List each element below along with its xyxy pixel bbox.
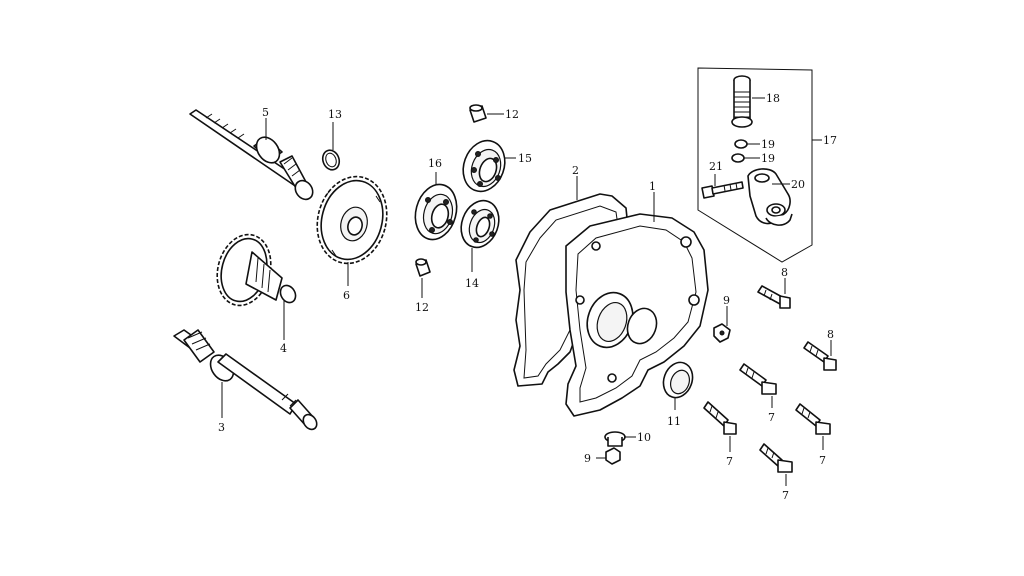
label-3: 3 xyxy=(218,421,225,434)
label-16: 16 xyxy=(428,157,442,170)
label-11: 11 xyxy=(667,415,681,428)
part-13-circlip xyxy=(321,149,341,171)
label-12-upper: 12 xyxy=(505,108,519,121)
label-8-upper: 8 xyxy=(781,266,788,279)
part-7-bolt-b xyxy=(703,401,737,435)
label-2: 2 xyxy=(572,164,579,177)
inset-assembly-box xyxy=(697,67,813,263)
label-4: 4 xyxy=(280,342,287,355)
part-6-gear xyxy=(316,175,388,265)
part-7-bolt-d xyxy=(759,443,793,473)
part-18-bolt xyxy=(731,75,753,128)
label-7-a: 7 xyxy=(768,411,775,424)
label-9-upper: 9 xyxy=(723,294,730,307)
label-1: 1 xyxy=(649,180,656,193)
part-11-seal xyxy=(662,361,694,399)
part-21-bolt xyxy=(701,181,744,199)
part-8-bolt-right xyxy=(803,341,837,371)
label-7-d: 7 xyxy=(782,489,789,502)
part-15-bearing xyxy=(462,139,506,193)
part-14-bearing xyxy=(460,199,500,249)
label-17: 17 xyxy=(823,134,837,147)
label-18: 18 xyxy=(766,92,780,105)
part-7-bolt-c xyxy=(795,403,831,435)
part-19-oring-upper xyxy=(734,139,748,149)
label-20: 20 xyxy=(791,178,805,191)
label-19-upper: 19 xyxy=(761,138,775,151)
part-7-bolt-a xyxy=(739,363,777,395)
label-10: 10 xyxy=(637,431,651,444)
label-14: 14 xyxy=(465,277,479,290)
label-9-lower: 9 xyxy=(584,452,591,465)
label-12-lower: 12 xyxy=(415,301,429,314)
part-12-dowel-upper xyxy=(469,104,487,123)
part-4-gear xyxy=(216,233,297,307)
part-16-bearing xyxy=(414,183,458,241)
label-15: 15 xyxy=(518,152,532,165)
part-3-shaft xyxy=(173,329,318,431)
part-20-arm xyxy=(747,168,793,226)
label-7-b: 7 xyxy=(726,455,733,468)
part-12-dowel-lower xyxy=(415,258,431,277)
label-5: 5 xyxy=(262,106,269,119)
part-19-oring-lower xyxy=(731,153,745,163)
label-7-c: 7 xyxy=(819,454,826,467)
part-9-bolt-lower xyxy=(605,447,621,465)
label-19-lower: 19 xyxy=(761,152,775,165)
part-10-drain-plug xyxy=(604,431,626,447)
part-1-cover xyxy=(565,213,709,417)
label-6: 6 xyxy=(343,289,350,302)
part-9-bolt-upper xyxy=(713,323,731,343)
label-8-right: 8 xyxy=(827,328,834,341)
label-13: 13 xyxy=(328,108,342,121)
label-21: 21 xyxy=(709,160,723,173)
part-8-bolt-upper xyxy=(757,285,791,309)
part-5-shaft xyxy=(189,109,314,201)
